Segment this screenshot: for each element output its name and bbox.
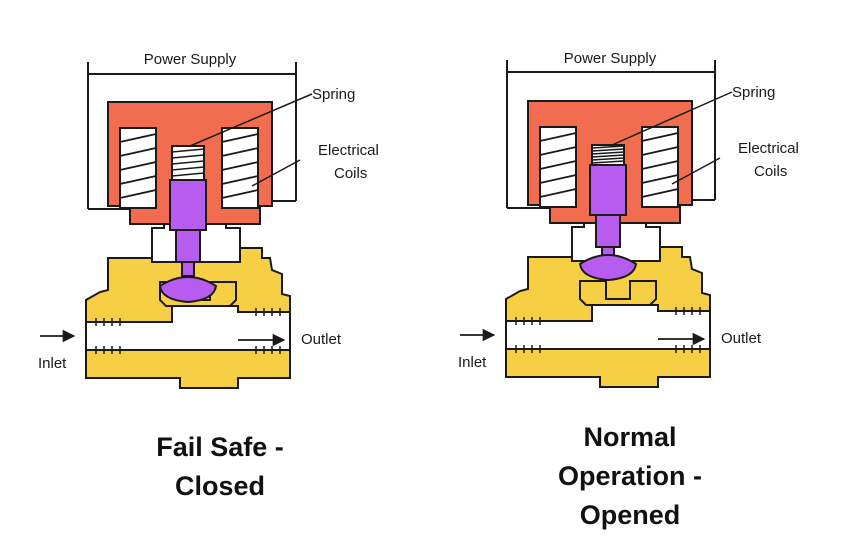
coils-label-line2: Coils	[754, 163, 787, 180]
spring	[591, 144, 625, 166]
spring	[171, 145, 205, 181]
outlet-label: Outlet	[721, 330, 762, 347]
caption-line: Opened	[579, 500, 681, 530]
coils-label-line1: Electrical	[738, 140, 799, 157]
power-supply-wire	[506, 60, 716, 209]
plunger	[158, 179, 218, 304]
caption-line: Fail Safe -	[156, 432, 284, 462]
power-supply-wire	[87, 62, 297, 210]
caption-line: Closed	[174, 471, 266, 501]
caption-closed: Fail Safe - Closed	[110, 428, 330, 506]
spring-label: Spring	[732, 84, 775, 101]
valve-closed-diagram: Power Supply	[38, 51, 379, 389]
power-supply-label: Power Supply	[564, 50, 657, 67]
outlet-label: Outlet	[301, 331, 342, 348]
flow-channel	[85, 305, 291, 351]
caption-line: Operation -	[557, 461, 702, 491]
spring-label: Spring	[312, 86, 355, 103]
inlet-label: Inlet	[38, 355, 67, 372]
valve-opened-diagram: Power Supply	[458, 50, 799, 388]
flow-channel	[505, 304, 711, 350]
caption-opened: Normal Operation - Opened	[520, 418, 740, 535]
electrical-coil-right	[641, 126, 679, 208]
coils-label-line1: Electrical	[318, 142, 379, 159]
inlet-label: Inlet	[458, 354, 487, 371]
coils-label-line2: Coils	[334, 165, 367, 182]
power-supply-label: Power Supply	[144, 51, 237, 68]
electrical-coil-left	[119, 127, 157, 209]
electrical-coil-right	[221, 127, 259, 209]
caption-line: Normal	[583, 422, 677, 452]
plunger	[578, 164, 638, 282]
electrical-coil-left	[539, 126, 577, 208]
